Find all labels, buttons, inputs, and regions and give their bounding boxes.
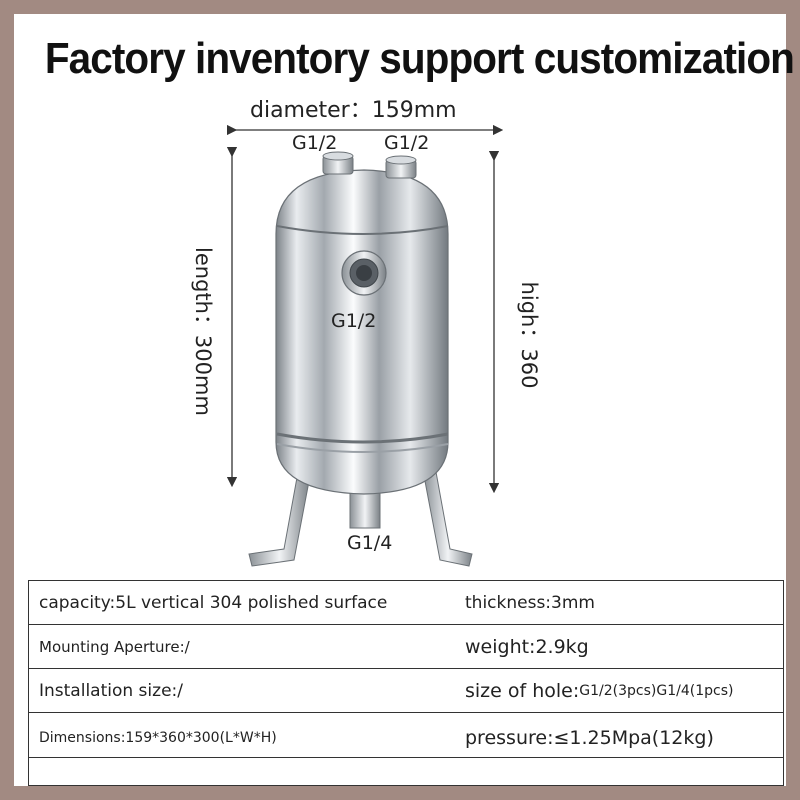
table-divider bbox=[29, 757, 783, 758]
spec-thickness: thickness:3mm bbox=[465, 592, 595, 613]
diameter-label: diameter：159mm bbox=[250, 98, 457, 123]
port-label-side: G1/2 bbox=[331, 310, 377, 332]
port-label-bottom: G1/4 bbox=[347, 532, 393, 554]
spec-hole: size of hole: G1/2(3pcs)G1/4(1pcs) bbox=[465, 669, 733, 712]
product-card: Factory inventory support customization bbox=[14, 14, 795, 786]
dimension-arrows bbox=[226, 124, 504, 567]
spec-dimensions: Dimensions:159*360*300(L*W*H) bbox=[39, 730, 277, 746]
spec-table: capacity:5L vertical 304 polished surfac… bbox=[28, 580, 784, 786]
spec-mounting-aperture: Mounting Aperture:/ bbox=[39, 637, 190, 656]
length-label: length：300mm bbox=[191, 247, 215, 416]
spec-row: Installation size:/ size of hole: G1/2(3… bbox=[29, 669, 783, 713]
spec-weight: weight:2.9kg bbox=[465, 635, 589, 658]
high-label: high：360 bbox=[517, 281, 541, 389]
page-title: Factory inventory support customization bbox=[44, 34, 795, 83]
spec-hole-value: G1/2(3pcs)G1/4(1pcs) bbox=[579, 682, 734, 699]
spec-pressure: pressure:≤1.25Mpa(12kg) bbox=[465, 727, 714, 749]
port-label-top-right: G1/2 bbox=[384, 132, 430, 154]
spec-row: Mounting Aperture:/ weight:2.9kg bbox=[29, 625, 783, 669]
tank-illustration bbox=[248, 151, 473, 567]
spec-hole-label: size of hole: bbox=[465, 679, 580, 702]
spec-row: Dimensions:159*360*300(L*W*H) pressure:≤… bbox=[29, 713, 783, 785]
spec-row: capacity:5L vertical 304 polished surfac… bbox=[29, 581, 783, 625]
port-label-top-left: G1/2 bbox=[292, 132, 338, 154]
spec-capacity: capacity:5L vertical 304 polished surfac… bbox=[39, 592, 388, 613]
spec-installation-size: Installation size:/ bbox=[39, 680, 183, 701]
